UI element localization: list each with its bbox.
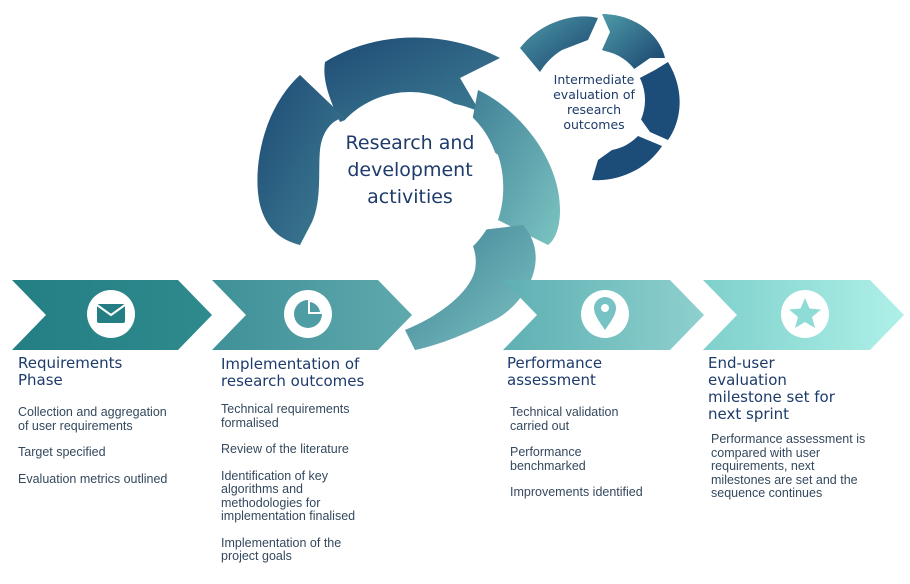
- cycle-center-label: Research and development activities: [345, 132, 475, 208]
- phase-bullets-implementation: Technical requirements formalised Review…: [221, 402, 371, 577]
- phase-bullet: Identification of key algorithms and met…: [221, 468, 356, 523]
- cycle-segment-bottom: [405, 225, 536, 350]
- star-icon: [781, 290, 829, 338]
- pie-chart-icon: [284, 290, 332, 338]
- cycle-center-disc: [320, 92, 500, 272]
- phase-bullet: Collection and aggregation of user requi…: [18, 405, 167, 433]
- phase-bullet: Technical requirements formalised: [221, 402, 350, 430]
- phase-bullet: Improvements identified: [510, 485, 643, 499]
- phase-bullet: Evaluation metrics outlined: [18, 471, 168, 486]
- cycle-segment-left: [257, 75, 345, 245]
- small-cycle-segment-bottom: [592, 136, 662, 181]
- cycle-segment-right: [470, 90, 560, 245]
- cycle-segment-top: [324, 37, 500, 122]
- small-cycle-segment-top: [520, 16, 598, 72]
- phase-title-performance: Performance assessment: [507, 354, 603, 389]
- phase-bullet: Target specified: [18, 445, 106, 459]
- phase-bullet: Review of the literature: [221, 442, 349, 456]
- small-cycle-label: Intermediate evaluation of research outc…: [553, 72, 635, 132]
- phase-bullet: Implementation of the project goals: [221, 535, 342, 563]
- map-pin-icon: [581, 290, 629, 338]
- phase-bullet: Performance benchmarked: [510, 445, 586, 473]
- phase-title-requirements: Requirements Phase: [18, 354, 123, 389]
- phase-bullets-requirements: Collection and aggregation of user requi…: [18, 405, 168, 499]
- envelope-icon: [87, 290, 135, 338]
- phase-bullets-performance: Technical validation carried out Perform…: [510, 405, 660, 513]
- small-cycle-center-disc: [545, 50, 645, 150]
- large-cycle: [257, 37, 560, 350]
- small-cycle-segment-right: [636, 62, 680, 140]
- small-cycle: [520, 14, 680, 181]
- phase-bullets-end-user: Performance assessment is compared with …: [711, 432, 871, 514]
- phase-bullet: Performance assessment is compared with …: [711, 432, 866, 500]
- phase-title-end-user: End-user evaluation milestone set for ne…: [708, 354, 835, 423]
- phase-bullet: Technical validation carried out: [510, 405, 619, 433]
- phase-title-implementation: Implementation of research outcomes: [221, 355, 365, 390]
